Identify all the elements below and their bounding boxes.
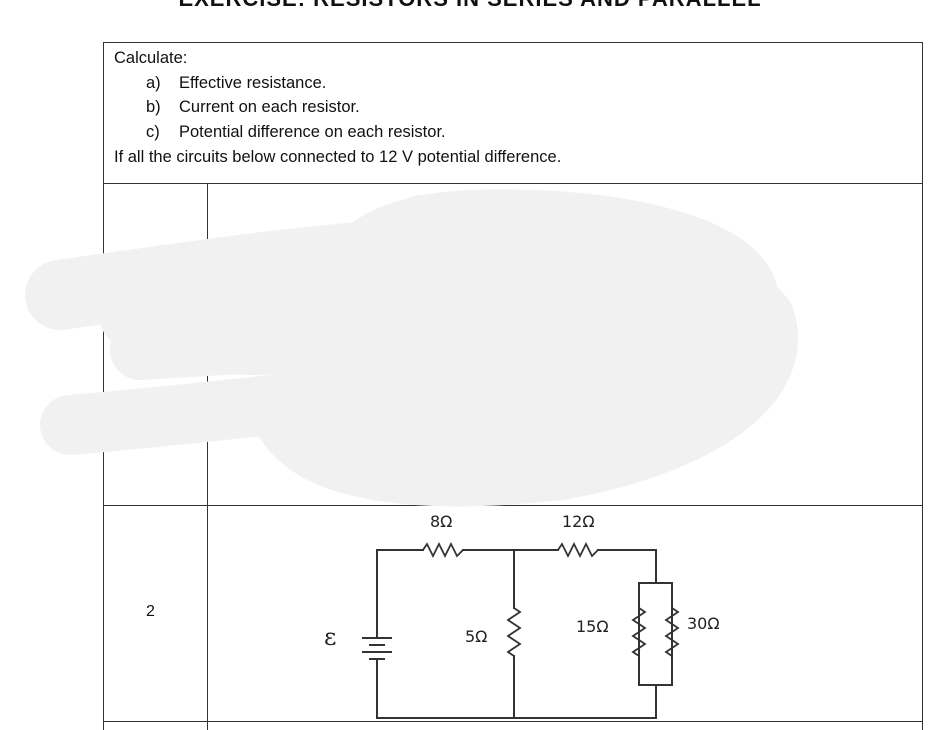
instructions-cell: Calculate: a) Effective resistance. b) Cur… — [114, 46, 904, 170]
resistor-8 — [422, 541, 464, 559]
parallel-frame — [638, 582, 673, 686]
table-border-left — [103, 42, 104, 730]
wire-top-left — [376, 549, 424, 639]
wire-bottom — [376, 659, 657, 719]
list-item-letter: a) — [146, 73, 161, 92]
table-divider-3 — [103, 721, 923, 722]
list-item-text: Potential difference on each resistor. — [179, 123, 446, 142]
circuit-diagram: ε 8Ω 12Ω 5Ω 15Ω 30Ω — [324, 512, 720, 719]
resistor-5 — [506, 607, 522, 657]
list-item-letter: c) — [146, 123, 160, 142]
resistor-15 — [631, 607, 647, 657]
row-number: 2 — [146, 603, 155, 620]
resistor-12 — [557, 541, 599, 559]
table-column-divider — [207, 183, 208, 730]
wire-top-right — [597, 549, 657, 584]
page-title: EXERCISE: RESISTORS IN SERIES AND PARALL… — [0, 0, 940, 12]
resistor-8-label: 8Ω — [430, 512, 452, 531]
list-item: c) Potential difference on each resistor. — [114, 120, 904, 145]
list-item: a) Effective resistance. — [114, 71, 904, 96]
resistor-12-label: 12Ω — [562, 512, 595, 531]
resistor-30-label: 30Ω — [687, 614, 720, 633]
resistor-30 — [664, 607, 680, 657]
resistor-5-label: 5Ω — [465, 627, 487, 646]
list-item-letter: b) — [146, 98, 161, 117]
table-border-top — [103, 42, 923, 43]
list-item-text: Effective resistance. — [179, 73, 327, 92]
resistor-15-label: 15Ω — [576, 617, 609, 636]
table-border-right — [922, 42, 923, 730]
source-label: ε — [324, 623, 336, 651]
table-divider-1 — [103, 183, 923, 184]
instructions-footer: If all the circuits below connected to 1… — [114, 147, 562, 166]
instructions-heading: Calculate: — [114, 49, 188, 67]
redaction-scribble — [25, 189, 798, 507]
table-divider-2 — [103, 505, 923, 506]
list-item-text: Current on each resistor. — [179, 98, 360, 117]
list-item: b) Current on each resistor. — [114, 95, 904, 120]
